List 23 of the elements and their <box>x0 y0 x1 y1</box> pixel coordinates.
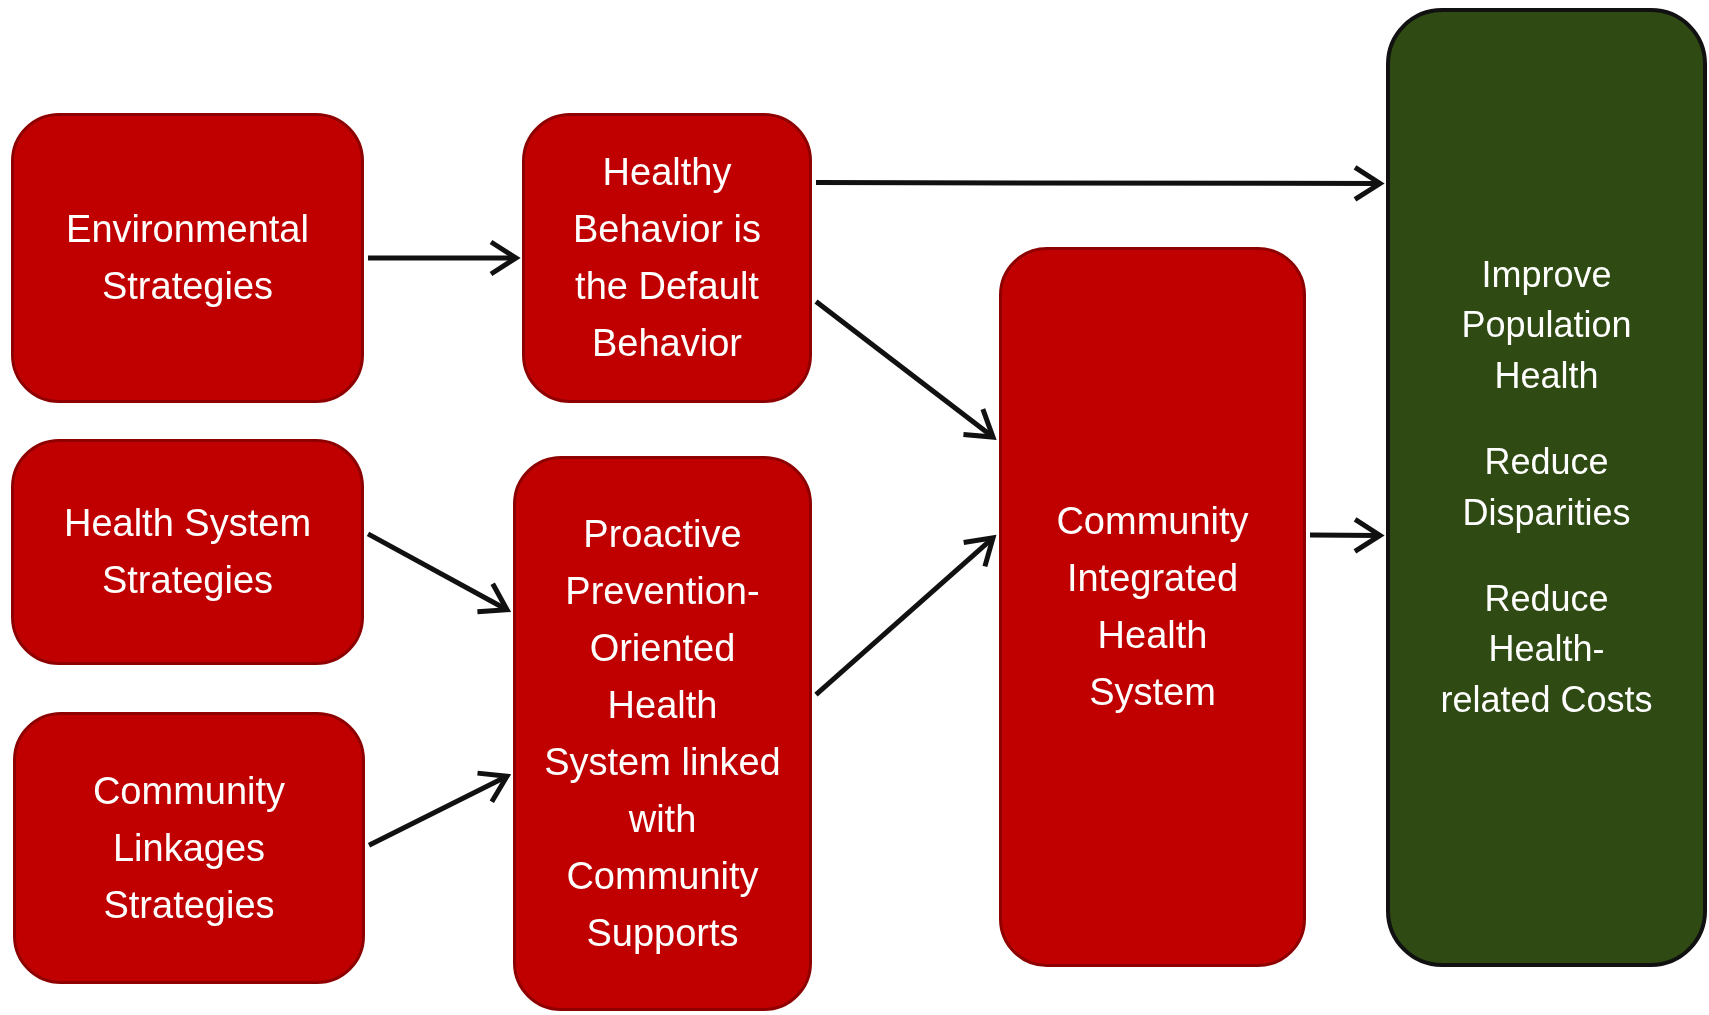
arrow <box>366 531 510 615</box>
process-box <box>13 712 365 984</box>
node-text: Healthy Behavior is the Default Behavior <box>572 150 762 366</box>
process-box <box>11 113 364 403</box>
arrow <box>816 164 1383 202</box>
node-text: Community Linkages Strategies <box>91 768 287 928</box>
arrow <box>814 535 996 697</box>
node-text: Community Integrated Health System <box>1055 499 1250 715</box>
node-text: Health System Strategies <box>62 501 313 603</box>
process-box <box>999 247 1306 967</box>
node-text: Reduce Disparities <box>1461 440 1632 535</box>
node-text: Proactive Prevention-Oriented Health System linked with Community Supports <box>543 511 782 956</box>
process-box <box>513 456 812 1011</box>
node-text: Reduce Health-related Costs <box>1439 576 1654 722</box>
outcome-box <box>1386 8 1707 967</box>
process-box <box>11 439 364 665</box>
node-text: Improve Population Health <box>1460 252 1633 398</box>
node-text: Environmental Strategies <box>65 207 310 309</box>
arrow <box>1310 516 1383 554</box>
arrow <box>368 239 519 277</box>
process-box <box>522 113 812 403</box>
arrow <box>814 299 996 440</box>
arrow <box>367 770 510 848</box>
